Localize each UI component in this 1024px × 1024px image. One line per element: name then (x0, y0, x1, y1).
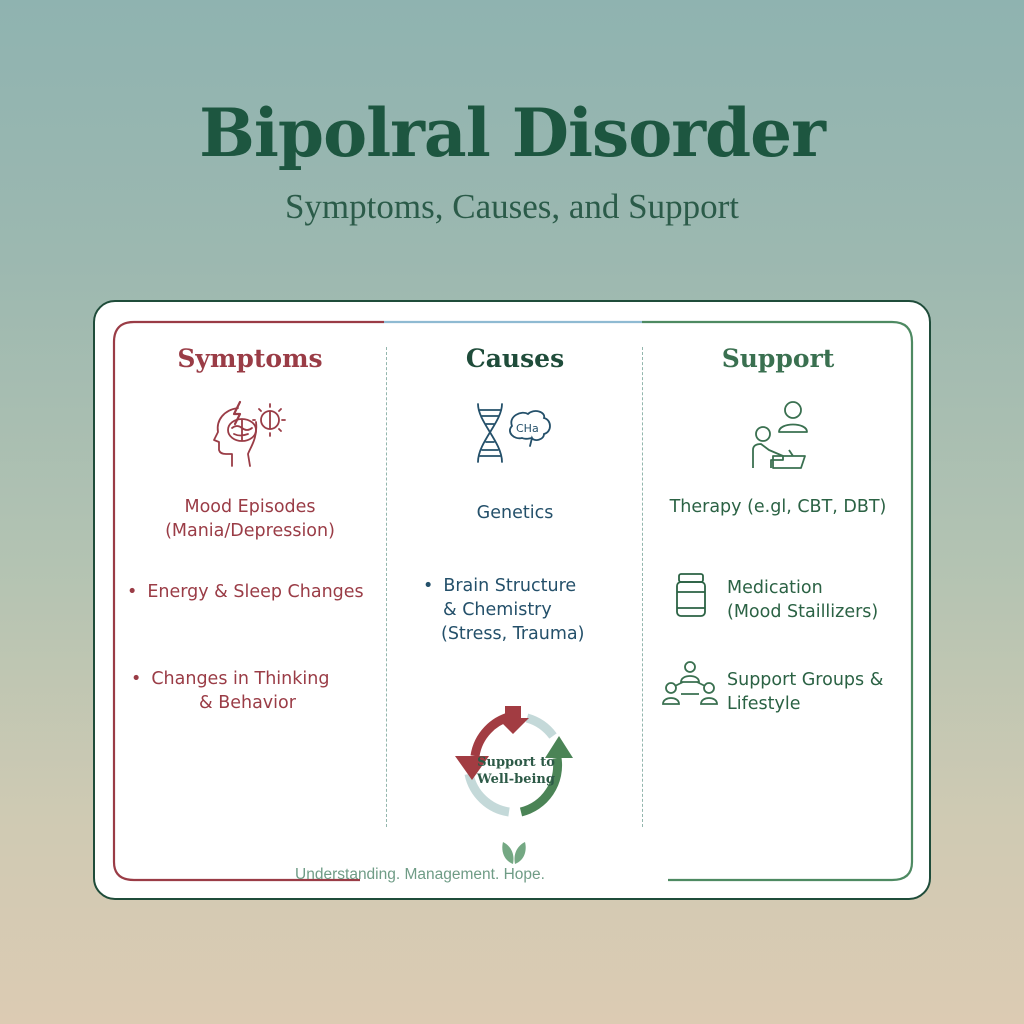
column-divider-left (386, 347, 387, 827)
leaf-sprout-icon (502, 842, 526, 864)
cycle-arrows-icon (455, 706, 573, 817)
cause-item-genetics: Genetics (476, 503, 554, 523)
support-item-groups: Support Groups & Lifestyle (727, 670, 884, 714)
support-heading: Support (721, 344, 835, 373)
symptom-item-thinking: Changes in Thinking & Behavior (131, 667, 371, 715)
cause-item-brain: Brain Structure & Chemistry (Stress, Tra… (423, 574, 643, 646)
support-item-medication: Medication (Mood Staillizers) (727, 578, 879, 622)
group-network-icon (662, 661, 718, 705)
symptom-item-energy: Energy & Sleep Changes (127, 580, 387, 604)
cycle-label: Support to Well-being (477, 755, 555, 787)
page-subtitle: Symptoms, Causes, and Support (284, 187, 740, 226)
dna-brain-chemistry-icon: CHa (477, 403, 551, 463)
svg-text:CHa: CHa (516, 422, 539, 435)
info-card: Symptoms Mood Episodes (Mania/Depression… (93, 300, 931, 900)
inner-frame (112, 320, 914, 882)
causes-heading: Causes (465, 344, 565, 373)
therapy-session-icon (752, 401, 808, 469)
symptoms-heading: Symptoms (177, 344, 323, 373)
footer-tagline: Understanding. Management. Hope. (295, 866, 545, 883)
medication-jar-icon (676, 573, 706, 617)
head-brain-lightning-icon (213, 400, 286, 467)
symptom-item-mood: Mood Episodes (Mania/Depression) (165, 497, 335, 541)
support-item-therapy: Therapy (e.gl, CBT, DBT) (669, 497, 887, 517)
page-title: Bipolral Disorder (199, 94, 826, 172)
